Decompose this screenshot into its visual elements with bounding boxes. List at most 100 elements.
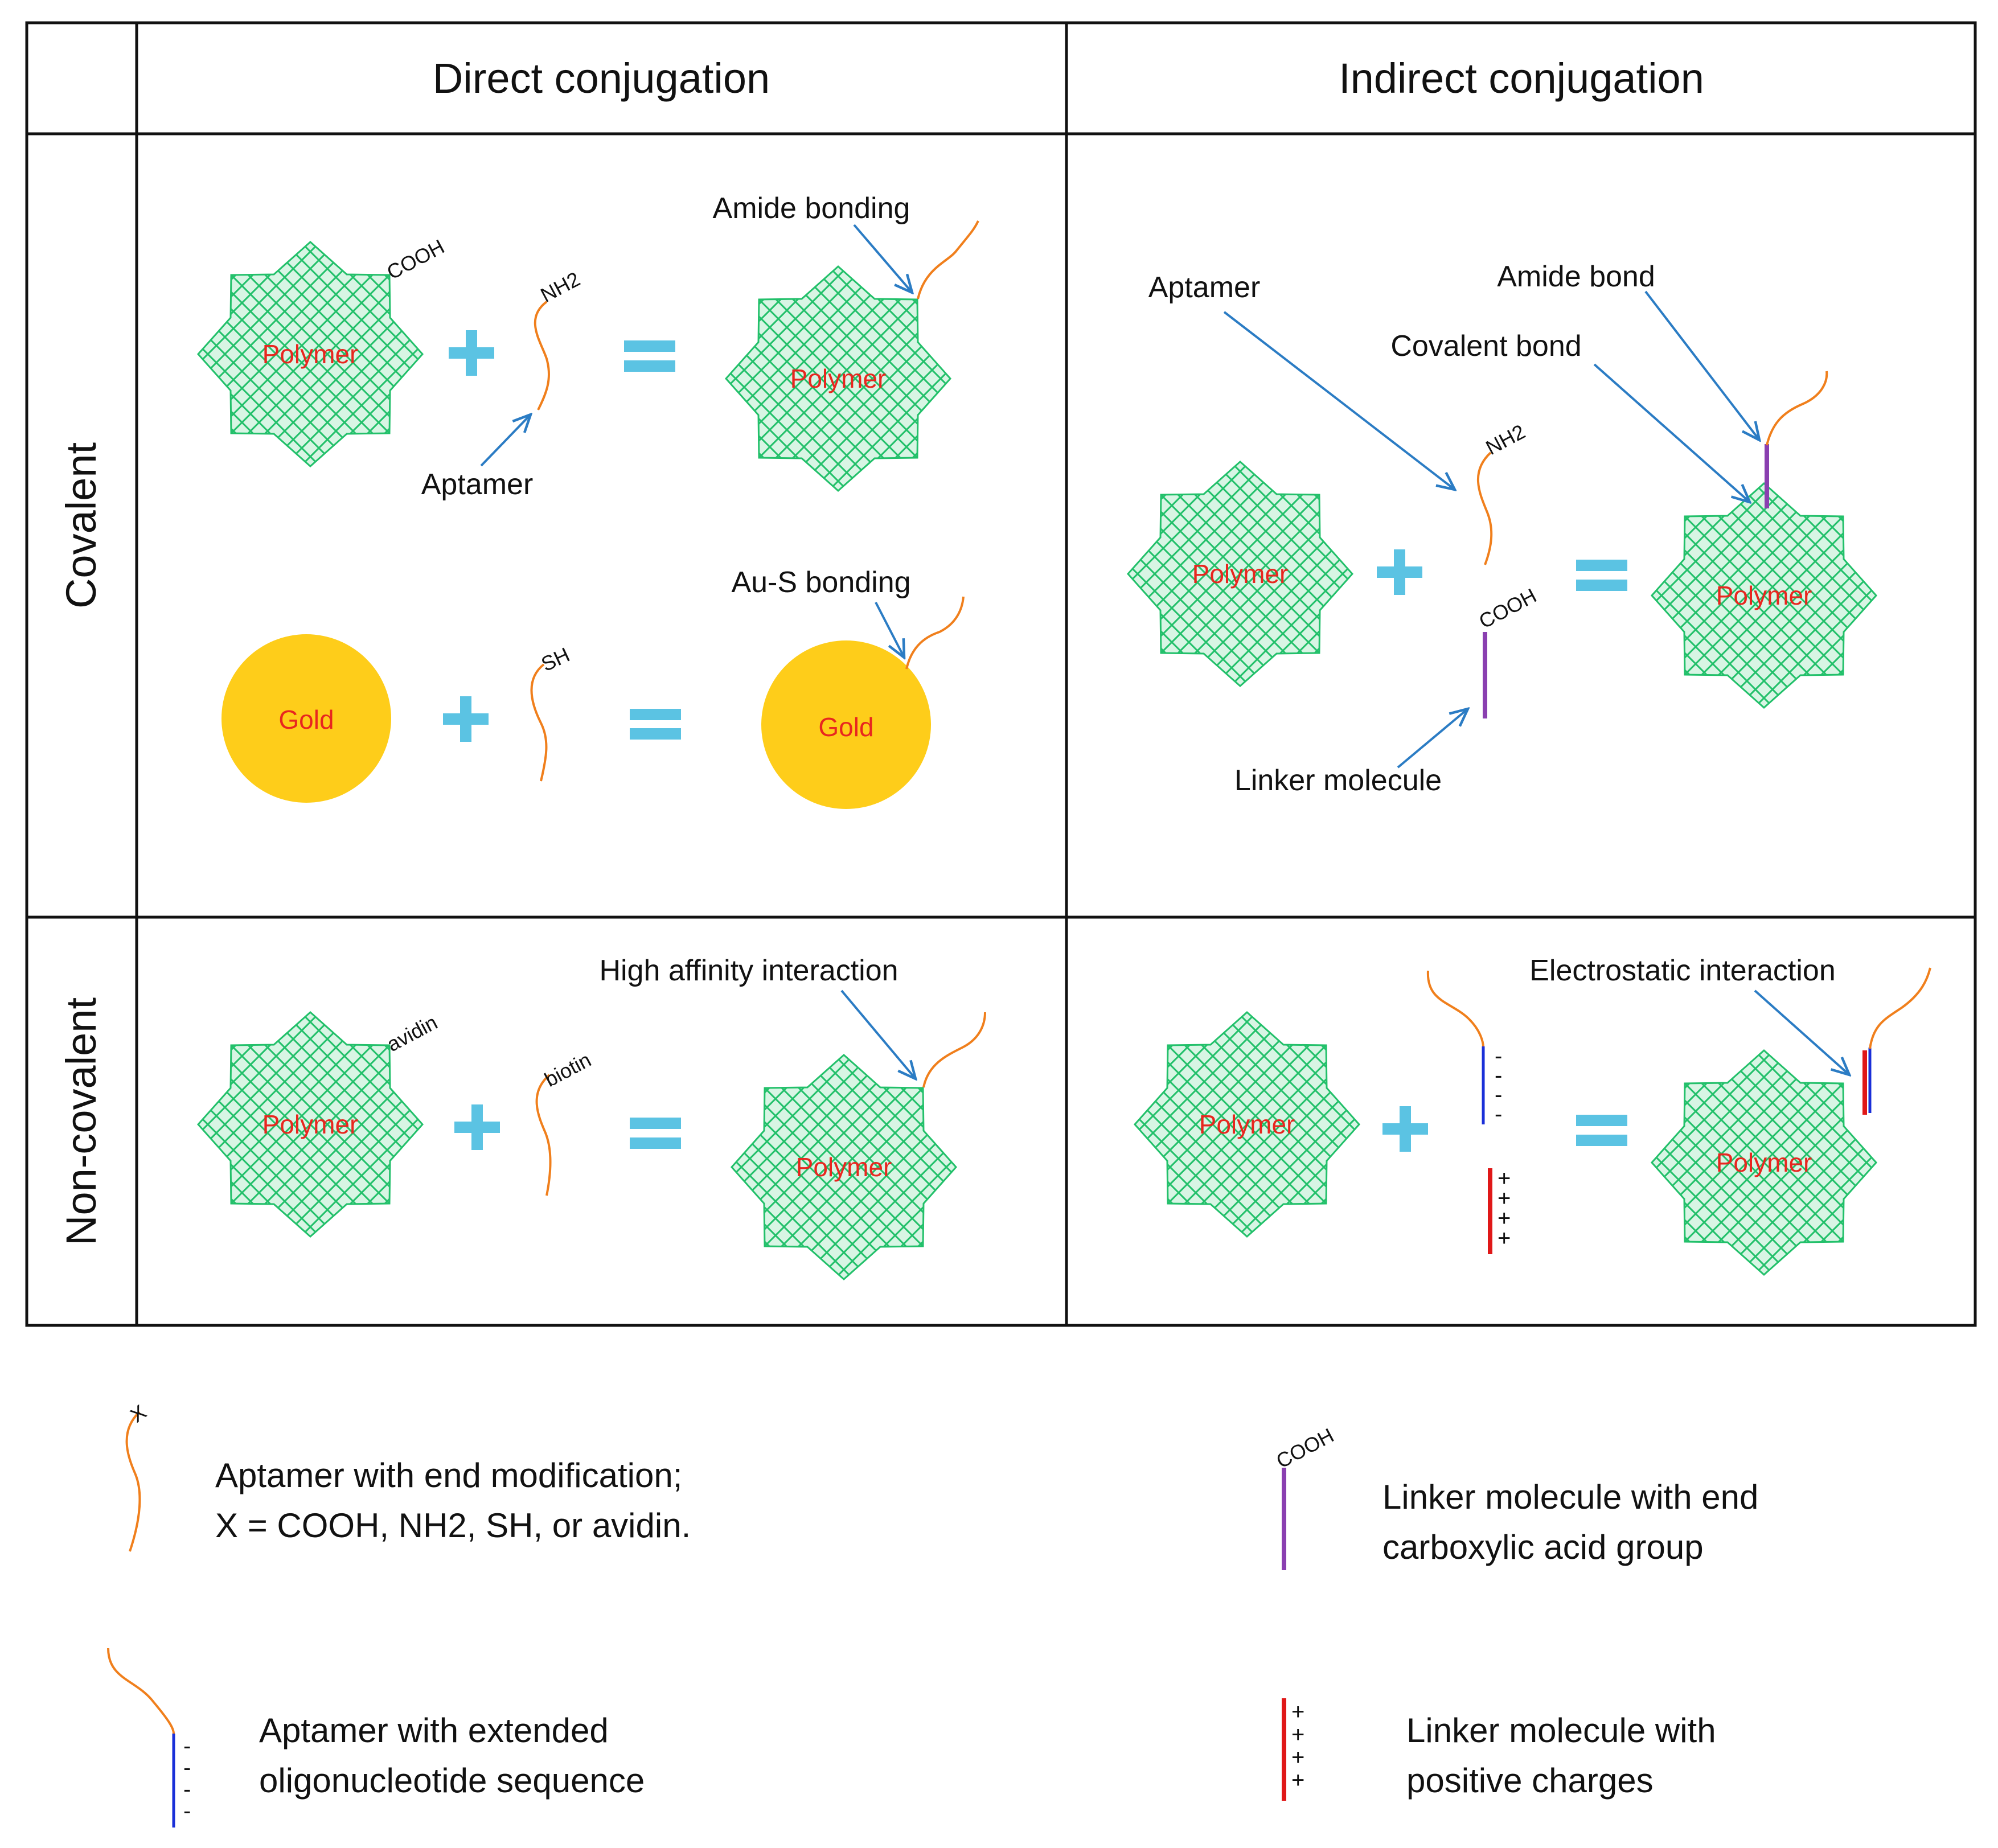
polymer-star: Polymer <box>730 1053 958 1281</box>
high-affinity-arrow <box>840 989 916 1079</box>
aptamer-label: Aptamer <box>1148 271 1261 304</box>
positive-charge: + <box>1498 1186 1511 1211</box>
aus-bonding-arrow <box>875 602 904 658</box>
gold-particle: Gold <box>221 634 391 803</box>
legend-aptamer-icon <box>125 1411 141 1552</box>
avidin-label: avidin <box>383 1011 441 1056</box>
aptamer-strand <box>530 663 548 782</box>
legend-positive-charge: + <box>1291 1699 1304 1724</box>
polymer-star-shape <box>1650 1049 1878 1276</box>
legend-linker-pos-line1: Linker molecule with <box>1406 1711 1716 1750</box>
polymer-label: Polymer <box>1192 559 1289 589</box>
covalent-bond-label: Covalent bond <box>1390 330 1581 363</box>
legend-x-label: X <box>126 1400 150 1427</box>
amide-bond-label: Amide bond <box>1497 260 1655 293</box>
plus-sign <box>449 330 494 376</box>
equal-sign <box>624 340 675 372</box>
legend-negative-charge: - <box>183 1734 191 1759</box>
gold-circle <box>761 640 931 809</box>
equal-sign <box>630 1118 681 1149</box>
amide-bond-arrow <box>1644 290 1759 440</box>
header-direct-conjugation: Direct conjugation <box>433 55 770 102</box>
equal-sign <box>1576 1115 1627 1146</box>
cooh-label: COOH <box>383 235 449 284</box>
legend-positive-charge: + <box>1291 1745 1304 1770</box>
polymer-label: Polymer <box>1716 581 1812 610</box>
aptamer-arrow <box>1223 311 1455 490</box>
legend-linker-pos-line2: positive charges <box>1406 1761 1654 1800</box>
polymer-star: Polymer <box>1650 1049 1878 1276</box>
linker-arrow <box>1397 709 1468 769</box>
direct-noncovalent-cell: Polymer avidin biotin Polymer High affin… <box>196 954 986 1281</box>
indirect-covalent-cell: Polymer NH2 Aptamer COOH Linker molecule… <box>1126 260 1878 797</box>
cooh-label: COOH <box>1475 584 1541 633</box>
polymer-star-shape <box>730 1053 958 1281</box>
polymer-star: Polymer <box>1133 1011 1361 1238</box>
positive-charge: + <box>1498 1166 1511 1191</box>
polymer-star-shape <box>1126 460 1354 688</box>
aus-bonding-label: Au-S bonding <box>731 566 910 599</box>
equal-sign <box>1576 560 1627 591</box>
polymer-star: Polymer <box>196 1011 424 1238</box>
attached-aptamer <box>1766 371 1828 446</box>
sh-label: SH <box>538 643 573 676</box>
plus-sign <box>1382 1106 1428 1152</box>
attached-aptamer <box>917 220 979 299</box>
plus-sign <box>443 696 489 742</box>
polymer-star: Polymer <box>1126 460 1354 688</box>
high-affinity-label: High affinity interaction <box>599 954 898 987</box>
gold-circle <box>221 634 391 803</box>
aptamer-label: Aptamer <box>421 468 534 501</box>
legend-linker-acid-line2: carboxylic acid group <box>1382 1528 1704 1566</box>
legend: X Aptamer with end modification; X = COO… <box>107 1400 1758 1828</box>
gold-label: Gold <box>818 712 873 742</box>
polymer-label: Polymer <box>796 1152 892 1182</box>
amide-bonding-label: Amide bonding <box>713 192 910 225</box>
indirect-noncovalent-cell: Polymer - - - - + + + + Polymer Electros… <box>1133 954 1931 1276</box>
legend-negative-charge: - <box>183 1755 191 1780</box>
aptamer-strand <box>1426 970 1484 1048</box>
table-grid <box>25 21 1977 1327</box>
polymer-star-shape <box>1133 1011 1361 1238</box>
attached-aptamer <box>905 596 965 670</box>
attached-aptamer <box>922 1012 986 1088</box>
positive-charge: + <box>1498 1226 1511 1251</box>
legend-linker-acid-line1: Linker molecule with end <box>1382 1478 1758 1516</box>
aptamer-strand <box>1476 451 1493 565</box>
polymer-star-shape <box>1650 482 1878 709</box>
gold-label: Gold <box>278 705 334 734</box>
legend-negative-charge: - <box>183 1777 191 1802</box>
legend-extended-aptamer-icon <box>107 1648 175 1734</box>
linker-molecule-label: Linker molecule <box>1234 764 1442 797</box>
polymer-star: Polymer <box>1650 482 1878 709</box>
polymer-label: Polymer <box>1716 1148 1812 1177</box>
header-noncovalent: Non-covalent <box>58 997 105 1246</box>
legend-aptamer-ext-line2: oligonucleotide sequence <box>259 1761 645 1800</box>
amide-bonding-arrow <box>853 224 912 293</box>
header-indirect-conjugation: Indirect conjugation <box>1339 55 1704 102</box>
polymer-star-shape <box>196 240 424 468</box>
legend-aptamer-ext-line1: Aptamer with extended <box>259 1711 609 1750</box>
biotin-label: biotin <box>541 1048 595 1091</box>
polymer-label: Polymer <box>1199 1110 1295 1139</box>
direct-covalent-cell: Polymer COOH NH2 Aptamer Polymer Amide b… <box>196 192 979 809</box>
covalent-bond-arrow <box>1593 363 1750 502</box>
header-covalent: Covalent <box>58 442 105 609</box>
legend-aptamer-mod-line1: Aptamer with end modification; <box>215 1456 682 1494</box>
negative-charge: - <box>1495 1082 1502 1107</box>
legend-positive-charge: + <box>1291 1768 1304 1793</box>
legend-aptamer-mod-line2: X = COOH, NH2, SH, or avidin. <box>215 1506 691 1545</box>
polymer-star: Polymer <box>196 240 424 468</box>
polymer-label: Polymer <box>262 339 359 369</box>
polymer-label: Polymer <box>790 364 887 393</box>
electrostatic-arrow <box>1754 989 1849 1075</box>
positive-charge: + <box>1498 1206 1511 1231</box>
aptamer-strand <box>534 301 551 410</box>
nh2-label: NH2 <box>537 267 584 307</box>
polymer-star: Polymer <box>724 265 952 492</box>
attached-aptamer <box>1869 967 1931 1049</box>
plus-sign <box>1377 549 1422 595</box>
negative-charge: - <box>1495 1102 1502 1127</box>
negative-charge: - <box>1495 1044 1502 1069</box>
